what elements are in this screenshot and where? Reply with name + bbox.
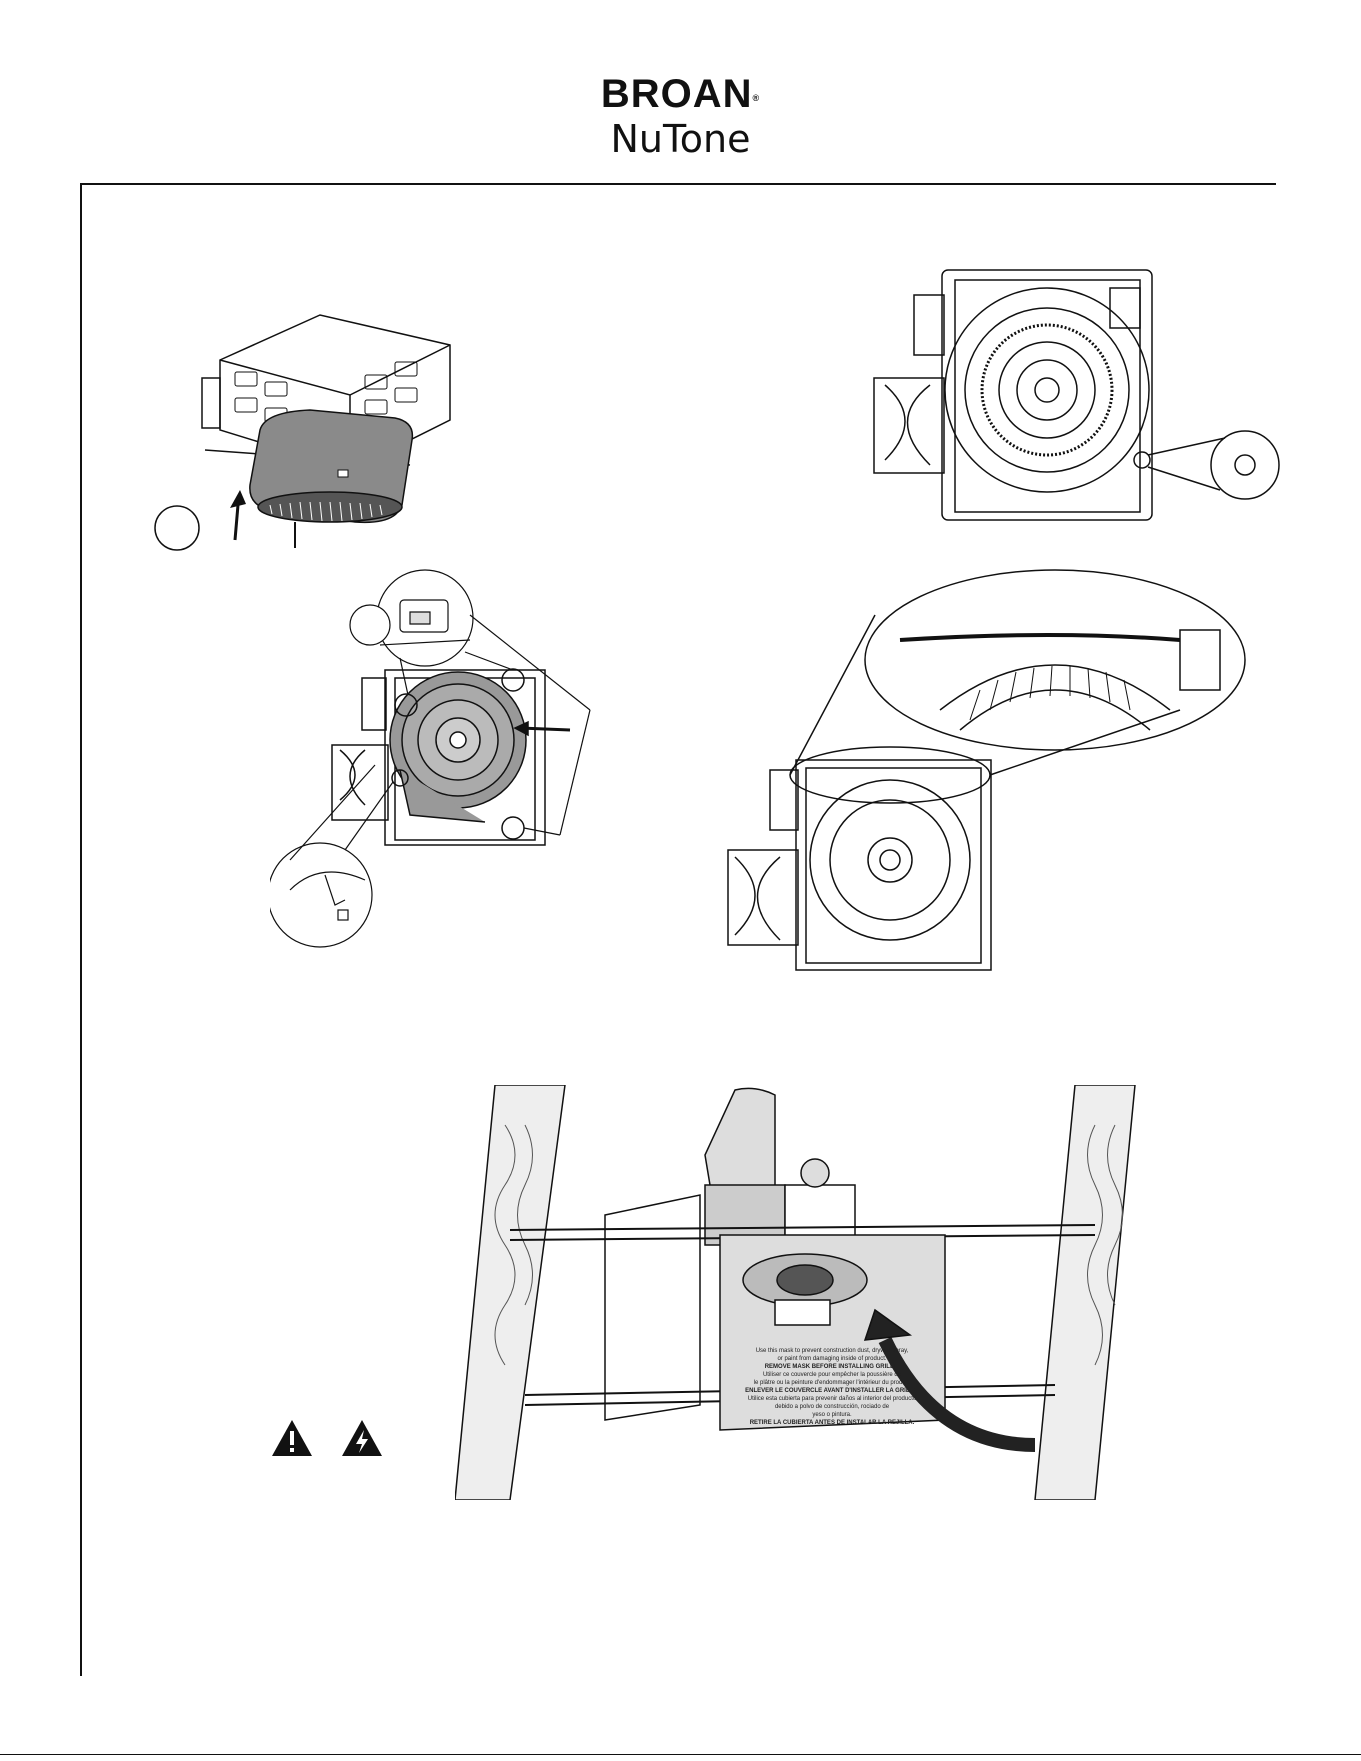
figure-blower-top-view (873, 269, 1280, 521)
figure-wiring-detail (727, 569, 1246, 971)
figure-blower-secured (270, 569, 591, 948)
broan-wordmark: BROAN® (600, 72, 761, 116)
left-rule (80, 183, 82, 1676)
brand-logo: BROAN® NuTone (0, 72, 1361, 160)
mask-card-text: Use this mask to prevent construction du… (745, 1348, 919, 1426)
electrical-hazard-icon (342, 1420, 382, 1456)
bottom-rule (0, 1754, 1361, 1755)
figure-blower-insert (154, 314, 451, 551)
top-rule (80, 183, 1276, 185)
step-circle-1 (154, 505, 200, 551)
step-circle-2 (349, 604, 391, 646)
figure-mask-installation (455, 1085, 1136, 1500)
warning-triangle-icon (272, 1420, 312, 1456)
nutone-wordmark: NuTone (610, 117, 751, 161)
